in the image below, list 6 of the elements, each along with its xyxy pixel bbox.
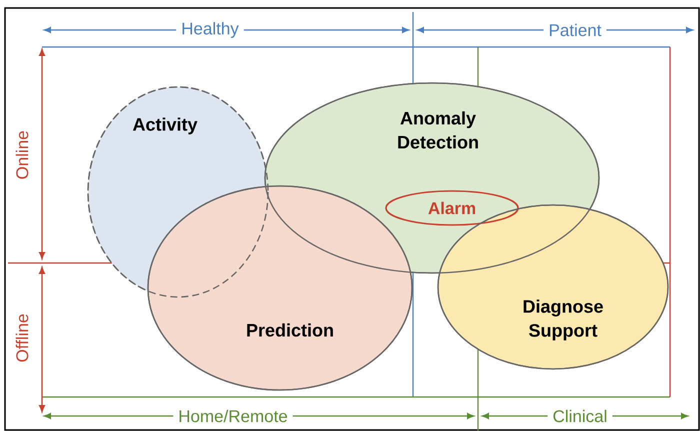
axis-label: Patient (544, 22, 606, 38)
axis-label: Clinical (548, 408, 612, 424)
axis-label: Online (14, 125, 30, 185)
axis-label: Offline (14, 308, 30, 368)
axis-label: Healthy (176, 21, 244, 39)
axis-label: Home/Remote (173, 408, 293, 424)
